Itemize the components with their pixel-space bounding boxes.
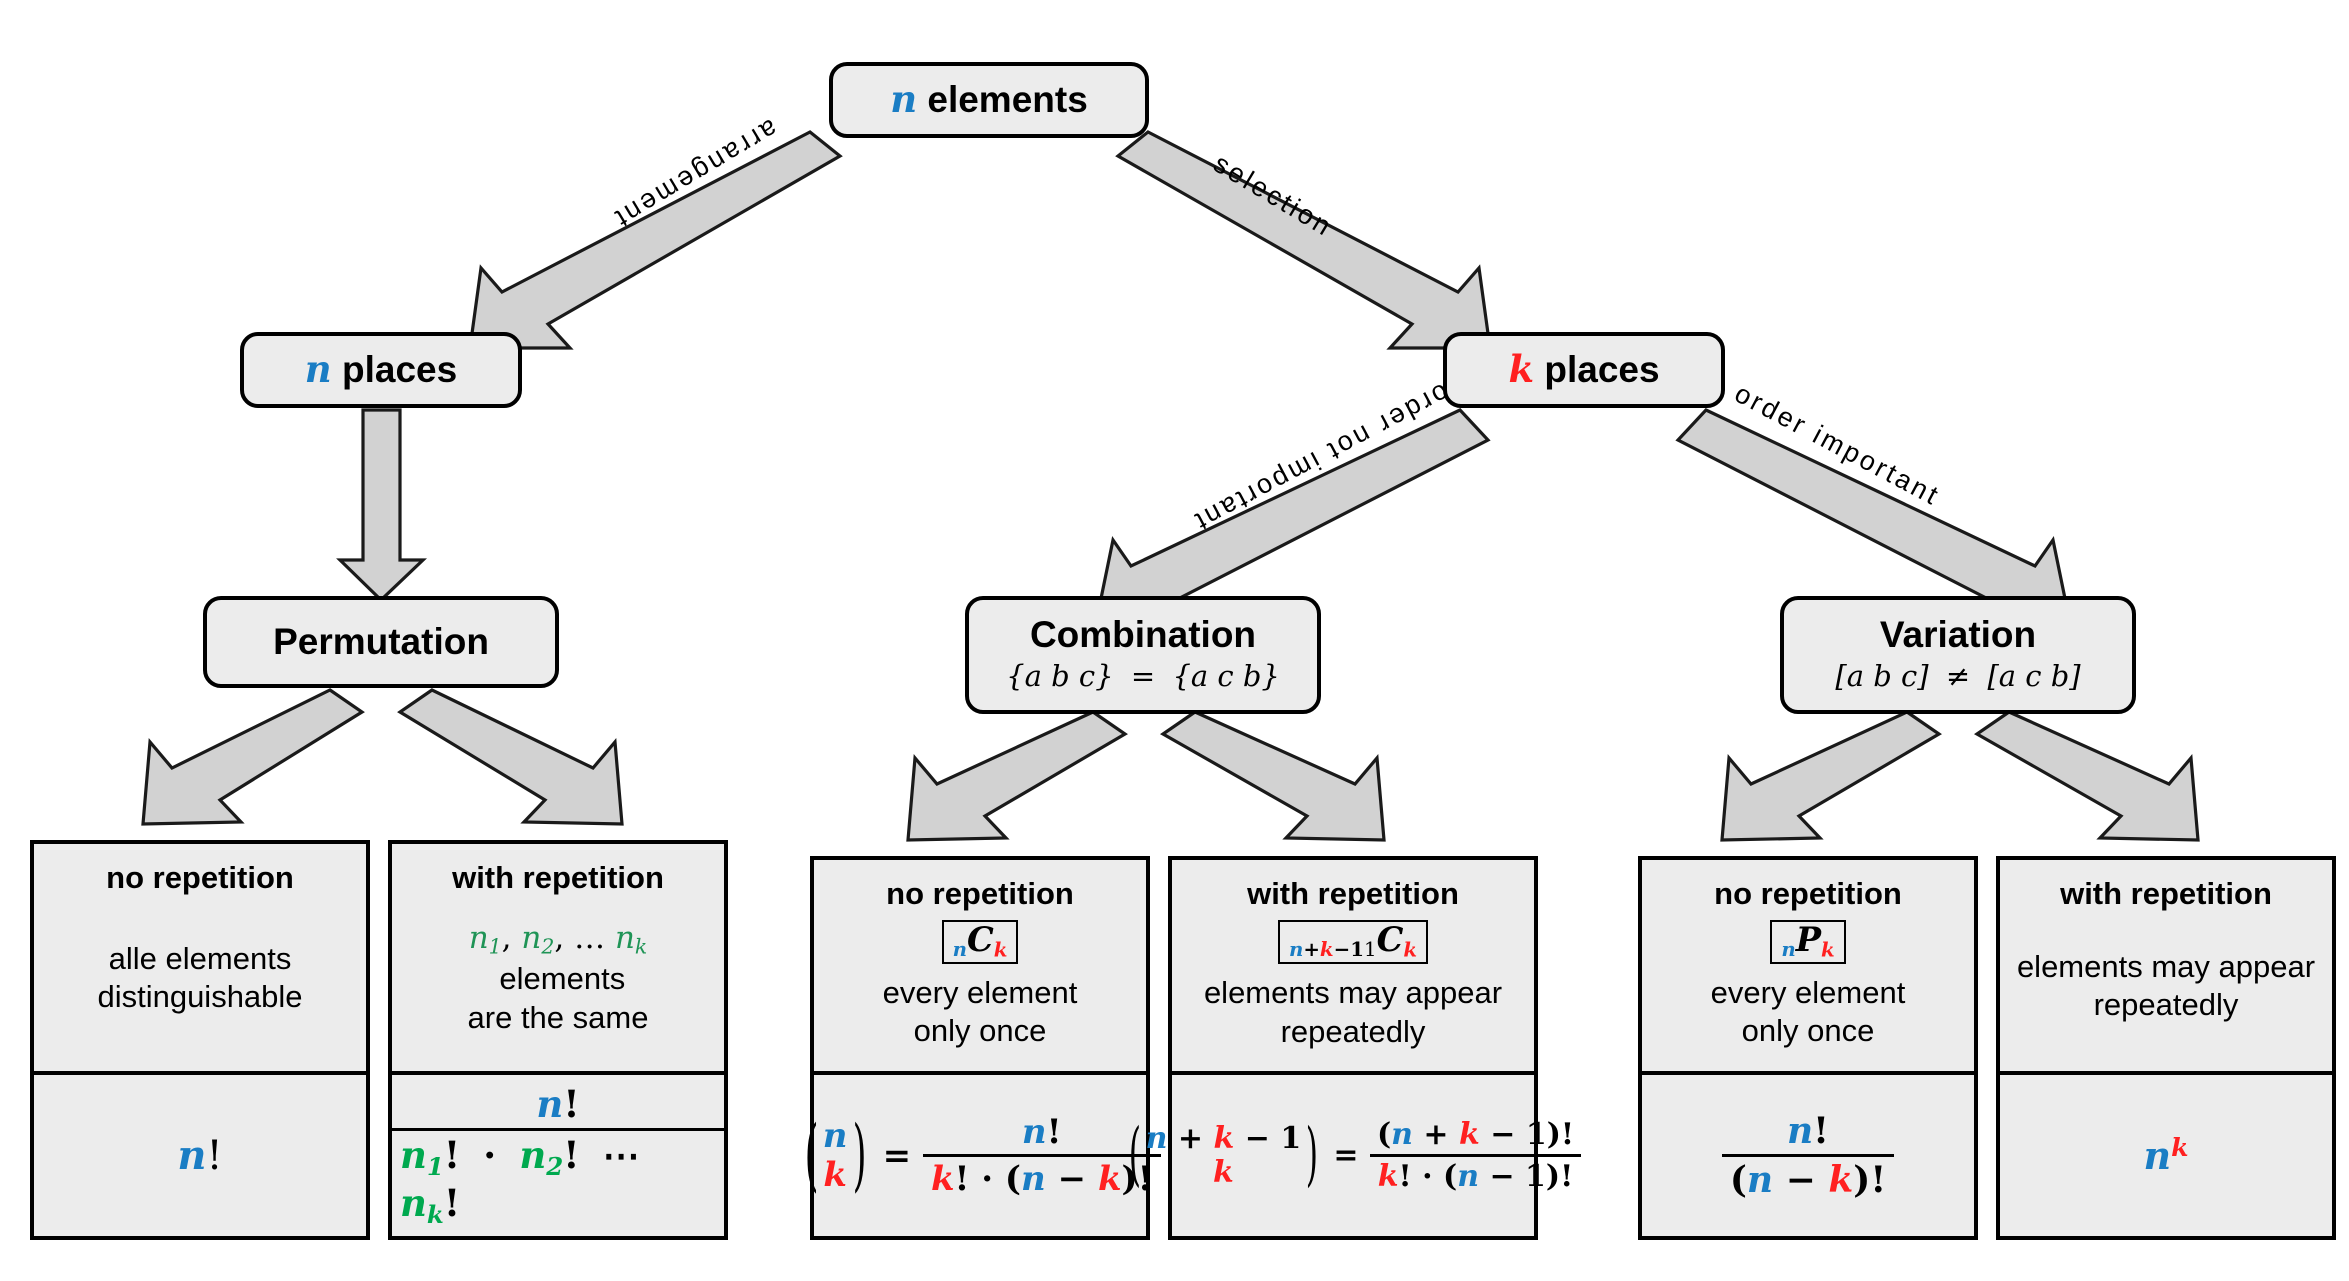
leaf-variation-with-repetition[interactable]: with repetition elements may appear repe… bbox=[1996, 856, 2336, 1240]
symbol-nPk: nPk bbox=[1770, 919, 1846, 964]
edge-arrangement-arrow bbox=[468, 130, 843, 350]
leaf-head: with repetition bbox=[2060, 876, 2272, 911]
leaf-description: elements may appear repeatedly bbox=[1203, 974, 1503, 1049]
fraction-denominator: (n − k)! bbox=[1721, 1154, 1895, 1201]
leaf-formula: nk bbox=[2000, 1071, 2332, 1236]
edge-combination-withrep-arrow bbox=[1159, 710, 1386, 842]
fraction-denominator: k! · (n − 1)! bbox=[1369, 1154, 1582, 1194]
leaf-head: no repetition bbox=[1714, 876, 1902, 911]
leaf-permutation-with-repetition[interactable]: with repetition n1, n2, … nk elements ar… bbox=[388, 840, 728, 1240]
node-n-elements[interactable]: n elements bbox=[829, 62, 1149, 138]
node-combination-example: {a b c} = {a c b} bbox=[1006, 658, 1280, 693]
leaf-upper: no repetition alle elements distinguisha… bbox=[34, 844, 366, 1071]
var-nk: nk bbox=[614, 919, 648, 959]
var-n: n bbox=[890, 77, 918, 122]
fraction-numerator: (n + k − 1)! bbox=[1376, 1117, 1575, 1152]
leaf-formula: n! bbox=[34, 1071, 366, 1236]
fraction-numerator: n! bbox=[536, 1082, 580, 1127]
node-n-places-label: n places bbox=[304, 347, 458, 392]
node-permutation[interactable]: Permutation bbox=[203, 596, 559, 688]
edge-kplaces-variation-arrow bbox=[1675, 408, 2071, 625]
leaf-formula: ( n k ) = n! k! · (n − k)! bbox=[804, 1071, 1161, 1236]
leaf-upper: with repetition elements may appear repe… bbox=[2000, 860, 2332, 1071]
node-variation-label: Variation bbox=[1879, 614, 2037, 656]
var-n: n bbox=[304, 347, 332, 392]
var-n2: n2 bbox=[521, 919, 555, 959]
edge-permutation-withrep-arrow bbox=[397, 688, 624, 826]
leaf-upper: no repetition nPk every element only onc… bbox=[1642, 860, 1974, 1071]
edge-kplaces-combination-arrow bbox=[1095, 408, 1491, 625]
binomial-n-plus-k-minus-1-choose-k: ( n + k − 1 k ) bbox=[1128, 1115, 1319, 1196]
edge-variation-withrep-arrow bbox=[1973, 710, 2200, 842]
edge-nplaces-permutation-arrow bbox=[336, 408, 427, 603]
node-k-places[interactable]: k places bbox=[1443, 332, 1725, 408]
edge-selection-arrow bbox=[1115, 130, 1492, 350]
edge-combination-norep-arrow bbox=[906, 710, 1128, 842]
symbol-n-plus-k-minus-1-C-k: n+k−11Ck bbox=[1277, 919, 1429, 965]
leaf-head: with repetition bbox=[452, 860, 664, 895]
fraction-denominator: k! · (n − k)! bbox=[922, 1154, 1161, 1199]
leaf-head: no repetition bbox=[886, 876, 1074, 911]
node-combination-label: Combination bbox=[1029, 614, 1257, 656]
leaf-formula: ( n + k − 1 k ) = (n + k − 1)! k! · (n −… bbox=[1129, 1071, 1582, 1236]
leaf-upper: no repetition nCk every element only onc… bbox=[814, 860, 1146, 1071]
var-n: n bbox=[177, 1132, 207, 1179]
leaf-description: alle elements distinguishable bbox=[97, 940, 303, 1015]
leaf-description: elements may appear repeatedly bbox=[2016, 948, 2316, 1023]
leaf-head: with repetition bbox=[1247, 876, 1459, 911]
leaf-permutation-no-repetition[interactable]: no repetition alle elements distinguisha… bbox=[30, 840, 370, 1240]
leaf-head: no repetition bbox=[106, 860, 294, 895]
node-n-places[interactable]: n places bbox=[240, 332, 522, 408]
symbol-nCk: nCk bbox=[941, 919, 1019, 964]
leaf-formula: n! (n − k)! bbox=[1642, 1071, 1974, 1236]
leaf-description: n1, n2, … nk elements are the same bbox=[467, 919, 649, 1035]
var-k: k bbox=[1508, 347, 1535, 392]
node-k-places-label: k places bbox=[1508, 347, 1660, 392]
var-n1: n1 bbox=[468, 919, 502, 959]
leaf-combination-with-repetition[interactable]: with repetition n+k−11Ck elements may ap… bbox=[1129, 856, 1582, 1240]
leaf-upper: with repetition n+k−11Ck elements may ap… bbox=[1172, 860, 1534, 1071]
edge-variation-norep-arrow bbox=[1720, 710, 1942, 842]
node-combination[interactable]: Combination {a b c} = {a c b} bbox=[965, 596, 1321, 714]
edge-permutation-norep-arrow bbox=[141, 688, 365, 826]
binomial-n-choose-k: ( n k ) bbox=[804, 1109, 867, 1202]
node-permutation-label: Permutation bbox=[273, 620, 489, 662]
leaf-combination-no-repetition[interactable]: no repetition nCk every element only onc… bbox=[804, 856, 1161, 1240]
node-n-elements-label: n elements bbox=[890, 77, 1088, 122]
node-variation[interactable]: Variation [a b c] ≠ [a c b] bbox=[1780, 596, 2136, 714]
leaf-variation-no-repetition[interactable]: no repetition nPk every element only onc… bbox=[1638, 856, 1978, 1240]
leaf-upper: with repetition n1, n2, … nk elements ar… bbox=[392, 844, 724, 1071]
fraction-denominator: n1! · n2! ⋯ nk! bbox=[392, 1128, 724, 1229]
fraction-numerator: n! bbox=[1786, 1110, 1829, 1152]
var-k: k bbox=[2171, 1131, 2189, 1162]
var-n: n bbox=[2143, 1133, 2172, 1179]
fraction-numerator: n! bbox=[1021, 1112, 1062, 1152]
leaf-description: every element only once bbox=[1710, 974, 1906, 1049]
node-variation-example: [a b c] ≠ [a c b] bbox=[1835, 658, 2081, 693]
leaf-formula: n! n1! · n2! ⋯ nk! bbox=[392, 1071, 724, 1236]
leaf-description: every element only once bbox=[882, 974, 1078, 1049]
